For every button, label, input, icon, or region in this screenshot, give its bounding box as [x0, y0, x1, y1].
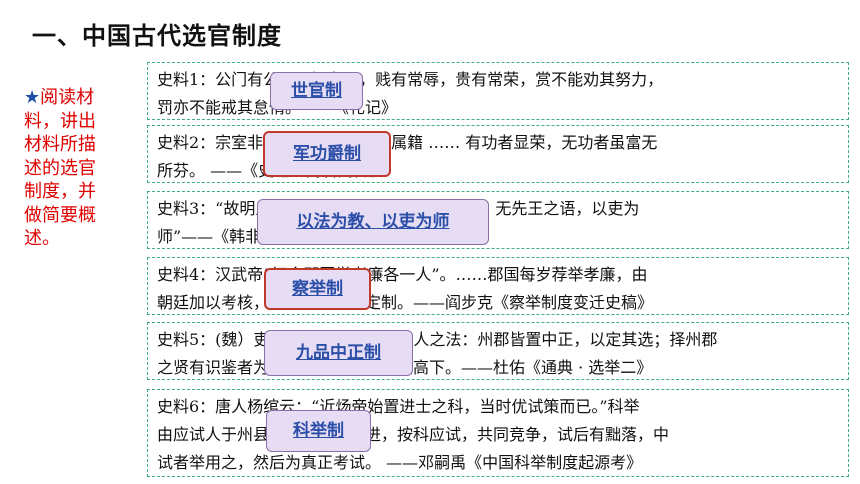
passage-line: 史料5：(魏）吏部尚书陈群立九品官人之法：州郡皆置中正，以定其选；择州郡 — [157, 330, 718, 349]
passage-2: 史料2：宗室非有军功论，不得为属籍 …… 有功者显荣，无功者虽富无 所芬。 ——… — [147, 125, 849, 183]
passage-6: 史料6：唐人杨绾云：“近炀帝始置进士之科，当时优试策而已。”科举 由应试人于州县… — [147, 389, 849, 477]
reading-prompt-text: 阅读材料，讲出材料所描述的选官制度，并做简要概述。 — [24, 87, 96, 249]
passage-line: 史料1：公门有公，卿门有卿，贱有常辱，贵有常荣，赏不能劝其努力， — [157, 70, 664, 89]
passage-1: 史料1：公门有公，卿门有卿，贱有常辱，贵有常荣，赏不能劝其努力， 罚亦不能戒其怠… — [147, 62, 849, 120]
page-title: 一、中国古代选官制度 — [32, 22, 282, 50]
tag-kejuzhi-button[interactable]: 科举制 — [266, 410, 371, 452]
passage-4: 史料4：汉武帝“初令郡国举孝廉各一人”。……郡国每岁荐举孝廉，由 朝廷加以考核，… — [147, 257, 849, 315]
passage-line: 史料6：唐人杨绾云：“近炀帝始置进士之科，当时优试策而已。”科举 — [157, 397, 640, 416]
passage-line: 朝廷加以考核，授以官，成为定制。——阎步克《察举制度变迁史稿》 — [157, 293, 654, 312]
tag-jungongjuezhi-button[interactable]: 军功爵制 — [263, 131, 391, 177]
passage-line: 之贤有识鉴者为之，区别人物，第其高下。——杜佑《通典 · 选举二》 — [157, 358, 653, 377]
tag-shiguanzhi-button[interactable]: 世官制 — [270, 72, 363, 110]
tag-jiupinzhongzhengzhi-button[interactable]: 九品中正制 — [264, 330, 413, 376]
passage-line: 罚亦不能戒其怠惰。——《礼记》 — [157, 94, 840, 119]
passage-line: 由应试人于州县报名，投牒自进，按科应试，共同竞争，试后有黜落，中 — [157, 425, 670, 444]
passage-line: 所芬。 ——《史记 · 商君列传》 — [157, 161, 385, 180]
passage-line: 试者举用之，然后为真正考试。 ——邓嗣禹《中国科举制度起源考》 — [157, 453, 643, 472]
passage-5: 史料5：(魏）吏部尚书陈群立九品官人之法：州郡皆置中正，以定其选；择州郡 之贤有… — [147, 322, 849, 380]
passage-3: 史料3：“故明主之国，无书简之文，以法为教；无先王之语，以吏为 师”——《韩非子… — [147, 191, 849, 249]
passage-line: 史料2：宗室非有军功论，不得为属籍 …… 有功者显荣，无功者虽富无 — [157, 133, 658, 152]
tag-yifaweijiao-button[interactable]: 以法为教、以吏为师 — [257, 199, 489, 245]
reading-prompt: ★阅读材料，讲出材料所描述的选官制度，并做简要概述。 — [24, 86, 104, 251]
passage-line: 史料4：汉武帝“初令郡国举孝廉各一人”。……郡国每岁荐举孝廉，由 — [157, 265, 648, 284]
star-icon: ★ — [24, 87, 41, 108]
tag-chajuzhi-button[interactable]: 察举制 — [264, 268, 371, 310]
